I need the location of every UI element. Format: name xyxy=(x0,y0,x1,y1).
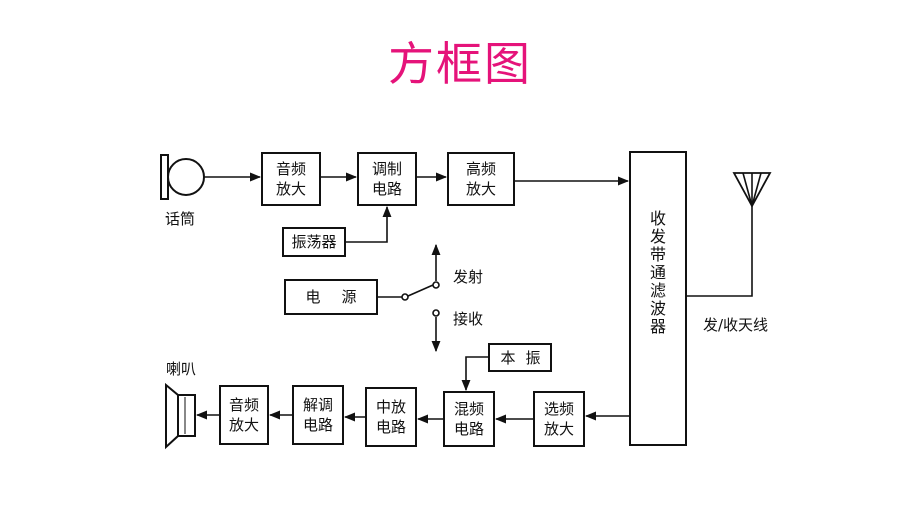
svg-text:中放: 中放 xyxy=(376,398,406,416)
svg-text:电路: 电路 xyxy=(454,420,484,438)
svg-text:音频: 音频 xyxy=(229,396,259,414)
speaker-label: 喇叭 xyxy=(166,360,196,378)
antenna-label: 发/收天线 xyxy=(703,316,768,334)
block-duplexer: 收 发 带 通 滤 波 器 xyxy=(629,151,687,446)
receive-label: 接收 xyxy=(453,310,483,328)
block-if-amp: 中放 电路 xyxy=(365,387,417,447)
svg-text:通: 通 xyxy=(650,263,666,282)
svg-text:解调: 解调 xyxy=(303,396,333,414)
svg-text:调制: 调制 xyxy=(372,160,402,178)
wire-local-osc-to-mixer xyxy=(461,356,489,392)
svg-text:电路: 电路 xyxy=(376,418,406,436)
block-demod: 解调 电路 xyxy=(292,385,344,445)
svg-text:电路: 电路 xyxy=(303,416,333,434)
svg-text:发: 发 xyxy=(650,227,666,246)
block-af-amp-rx: 音频 放大 xyxy=(219,385,269,445)
antenna-icon xyxy=(686,172,772,297)
svg-text:电: 电 xyxy=(305,288,320,306)
block-local-osc: 本 振 xyxy=(488,343,552,372)
page-title: 方框图 xyxy=(388,37,532,91)
transmit-label: 发射 xyxy=(453,268,483,286)
svg-text:音频: 音频 xyxy=(276,160,306,178)
svg-text:波: 波 xyxy=(650,299,666,318)
wire-oscillator-to-modulator xyxy=(345,205,392,243)
svg-text:器: 器 xyxy=(650,317,666,336)
microphone-label: 话筒 xyxy=(165,210,195,228)
block-select-amp: 选频 放大 xyxy=(533,391,585,447)
svg-text:带: 带 xyxy=(650,245,666,264)
tx-rx-switch xyxy=(377,243,441,353)
block-modulator: 调制 电路 xyxy=(357,152,417,206)
block-oscillator: 振荡器 xyxy=(282,227,346,257)
svg-text:本: 本 xyxy=(500,349,515,367)
svg-text:收: 收 xyxy=(650,209,666,228)
svg-text:振荡器: 振荡器 xyxy=(291,233,336,251)
microphone-icon xyxy=(160,154,205,200)
svg-text:源: 源 xyxy=(341,288,356,306)
block-power: 电 源 xyxy=(284,279,378,315)
svg-text:放大: 放大 xyxy=(276,180,306,198)
block-af-amp-tx: 音频 放大 xyxy=(261,152,321,206)
svg-text:高频: 高频 xyxy=(466,160,496,178)
svg-text:放大: 放大 xyxy=(466,180,496,198)
speaker-icon xyxy=(165,382,196,450)
svg-text:滤: 滤 xyxy=(650,281,666,300)
svg-text:电路: 电路 xyxy=(372,180,402,198)
svg-text:放大: 放大 xyxy=(544,420,574,438)
block-mixer: 混频 电路 xyxy=(443,391,495,447)
svg-text:振: 振 xyxy=(525,349,540,367)
block-rf-amp: 高频 放大 xyxy=(447,152,515,206)
svg-text:混频: 混频 xyxy=(454,400,484,418)
svg-text:放大: 放大 xyxy=(229,416,259,434)
svg-text:选频: 选频 xyxy=(544,400,574,418)
